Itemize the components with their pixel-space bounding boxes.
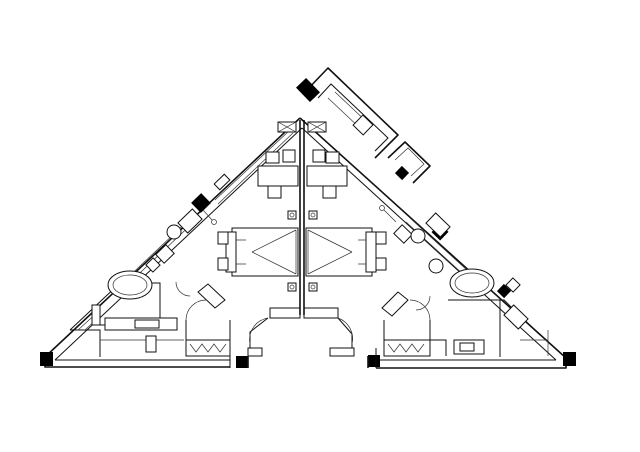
left-lounge (155, 173, 231, 264)
spine-door-markers (287, 210, 318, 292)
left-closet (185, 283, 231, 357)
misc-fixtures (91, 257, 521, 326)
desk-right (306, 149, 348, 199)
stair-tower (304, 67, 431, 184)
spine-cabinets (277, 121, 327, 133)
left-bathroom (69, 270, 191, 357)
central-walls (229, 120, 377, 368)
desk-left (257, 149, 299, 199)
right-bathroom (415, 258, 549, 357)
bed-right (305, 227, 387, 277)
right-lounge (379, 205, 451, 244)
right-closet (381, 291, 447, 357)
bed-left (217, 227, 299, 277)
